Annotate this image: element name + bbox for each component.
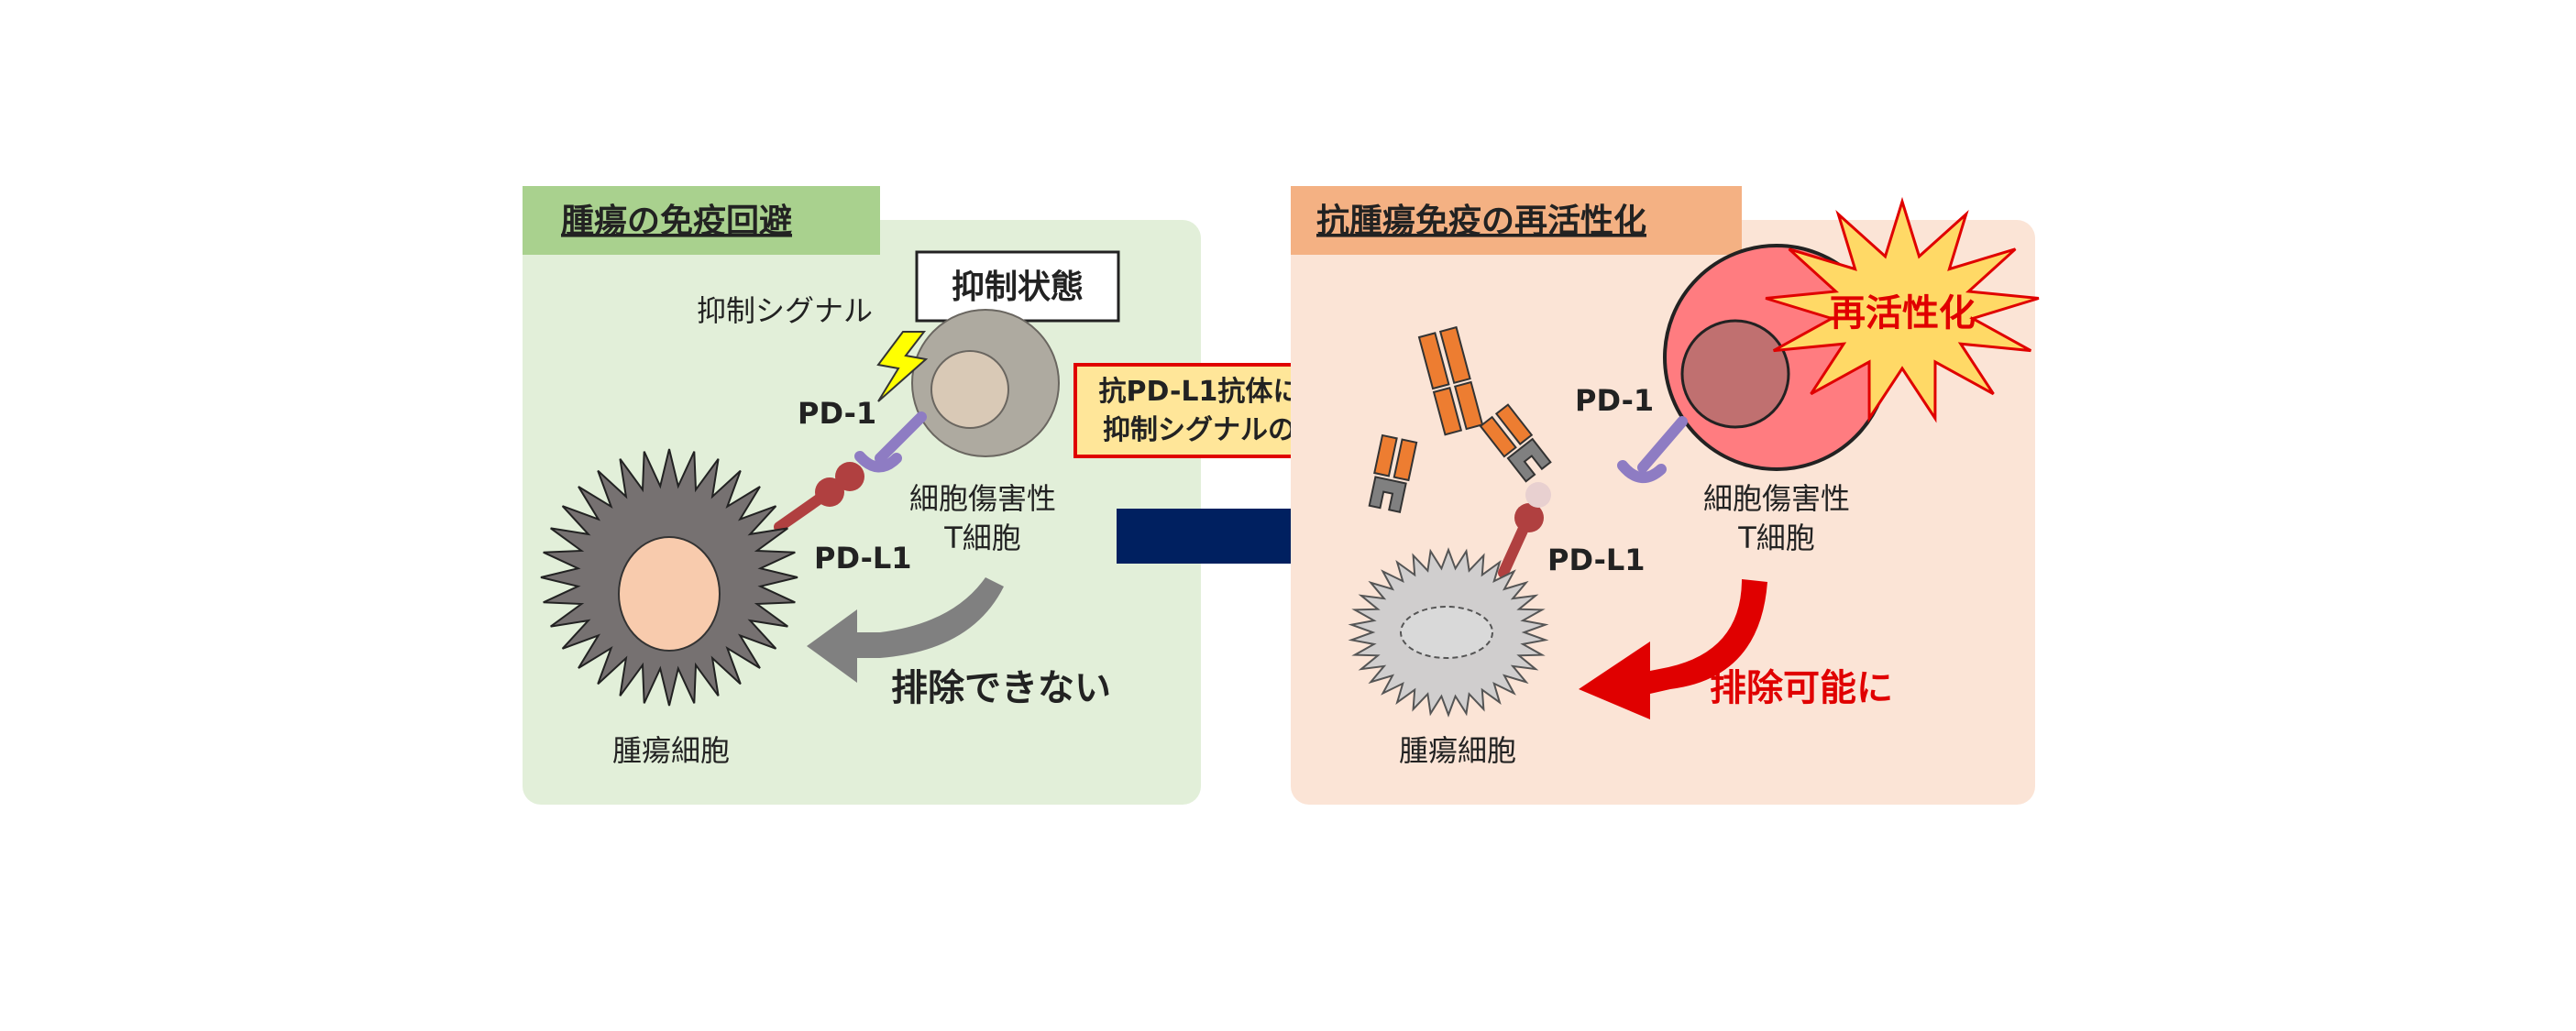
pd1-label-left: PD-1 xyxy=(798,396,876,431)
pdl1-bead2-right xyxy=(1525,482,1551,508)
tumor-nucleus-left xyxy=(618,536,721,652)
attack-arrow-success xyxy=(1579,579,1767,719)
pd1-cup-right xyxy=(1617,460,1667,483)
tcell-label-right-2: T細胞 xyxy=(1737,521,1815,555)
tcell-label-left-1: 細胞傷害性 xyxy=(909,481,1056,516)
state-box-label: 抑制状態 xyxy=(952,269,1084,306)
tcell-label-right-1: 細胞傷害性 xyxy=(1703,481,1850,516)
right-panel-header: 抗腫瘍免疫の再活性化 xyxy=(1316,202,1646,240)
right-panel-header-bg xyxy=(1291,186,1742,255)
tumor-label-left: 腫瘍細胞 xyxy=(612,733,730,768)
transition-arrow xyxy=(1117,466,1348,607)
pd1-receptor-right xyxy=(1637,416,1688,473)
result-text-right: 排除可能に xyxy=(1710,667,1893,709)
tcell-active-nucleus xyxy=(1680,319,1790,429)
tumor-label-right: 腫瘍細胞 xyxy=(1399,733,1516,768)
tumor-nucleus-right xyxy=(1400,606,1493,659)
antibody-arm-left xyxy=(1368,433,1418,513)
reactivation-burst xyxy=(1765,196,2040,423)
antibody-1 xyxy=(1417,325,1484,436)
pdl1-label-left: PD-L1 xyxy=(814,541,912,576)
inhibitory-signal-label: 抑制シグナル xyxy=(697,293,873,328)
pdl1-bead2-left xyxy=(835,462,864,491)
pd1-receptor-left xyxy=(875,411,927,464)
pdl1-bead1-left xyxy=(815,477,844,507)
pdl1-label-right: PD-L1 xyxy=(1547,543,1646,577)
left-panel-header-bg xyxy=(523,186,880,255)
result-text-left: 排除できない xyxy=(891,667,1111,709)
tcell-inactive-nucleus xyxy=(930,350,1009,429)
state-box xyxy=(915,250,1120,323)
pdl1-bead1-right xyxy=(1514,503,1544,532)
left-panel-header: 腫瘍の免疫回避 xyxy=(561,203,792,240)
lightning-icon xyxy=(876,331,929,402)
pd1-label-right: PD-1 xyxy=(1575,383,1654,418)
antibody-arm-right xyxy=(1479,403,1552,483)
burst-label: 再活性化 xyxy=(1829,292,1976,335)
tcell-label-left-2: T細胞 xyxy=(943,521,1021,555)
attack-arrow-failed xyxy=(807,577,1004,683)
pd1-cup-left xyxy=(854,451,902,473)
